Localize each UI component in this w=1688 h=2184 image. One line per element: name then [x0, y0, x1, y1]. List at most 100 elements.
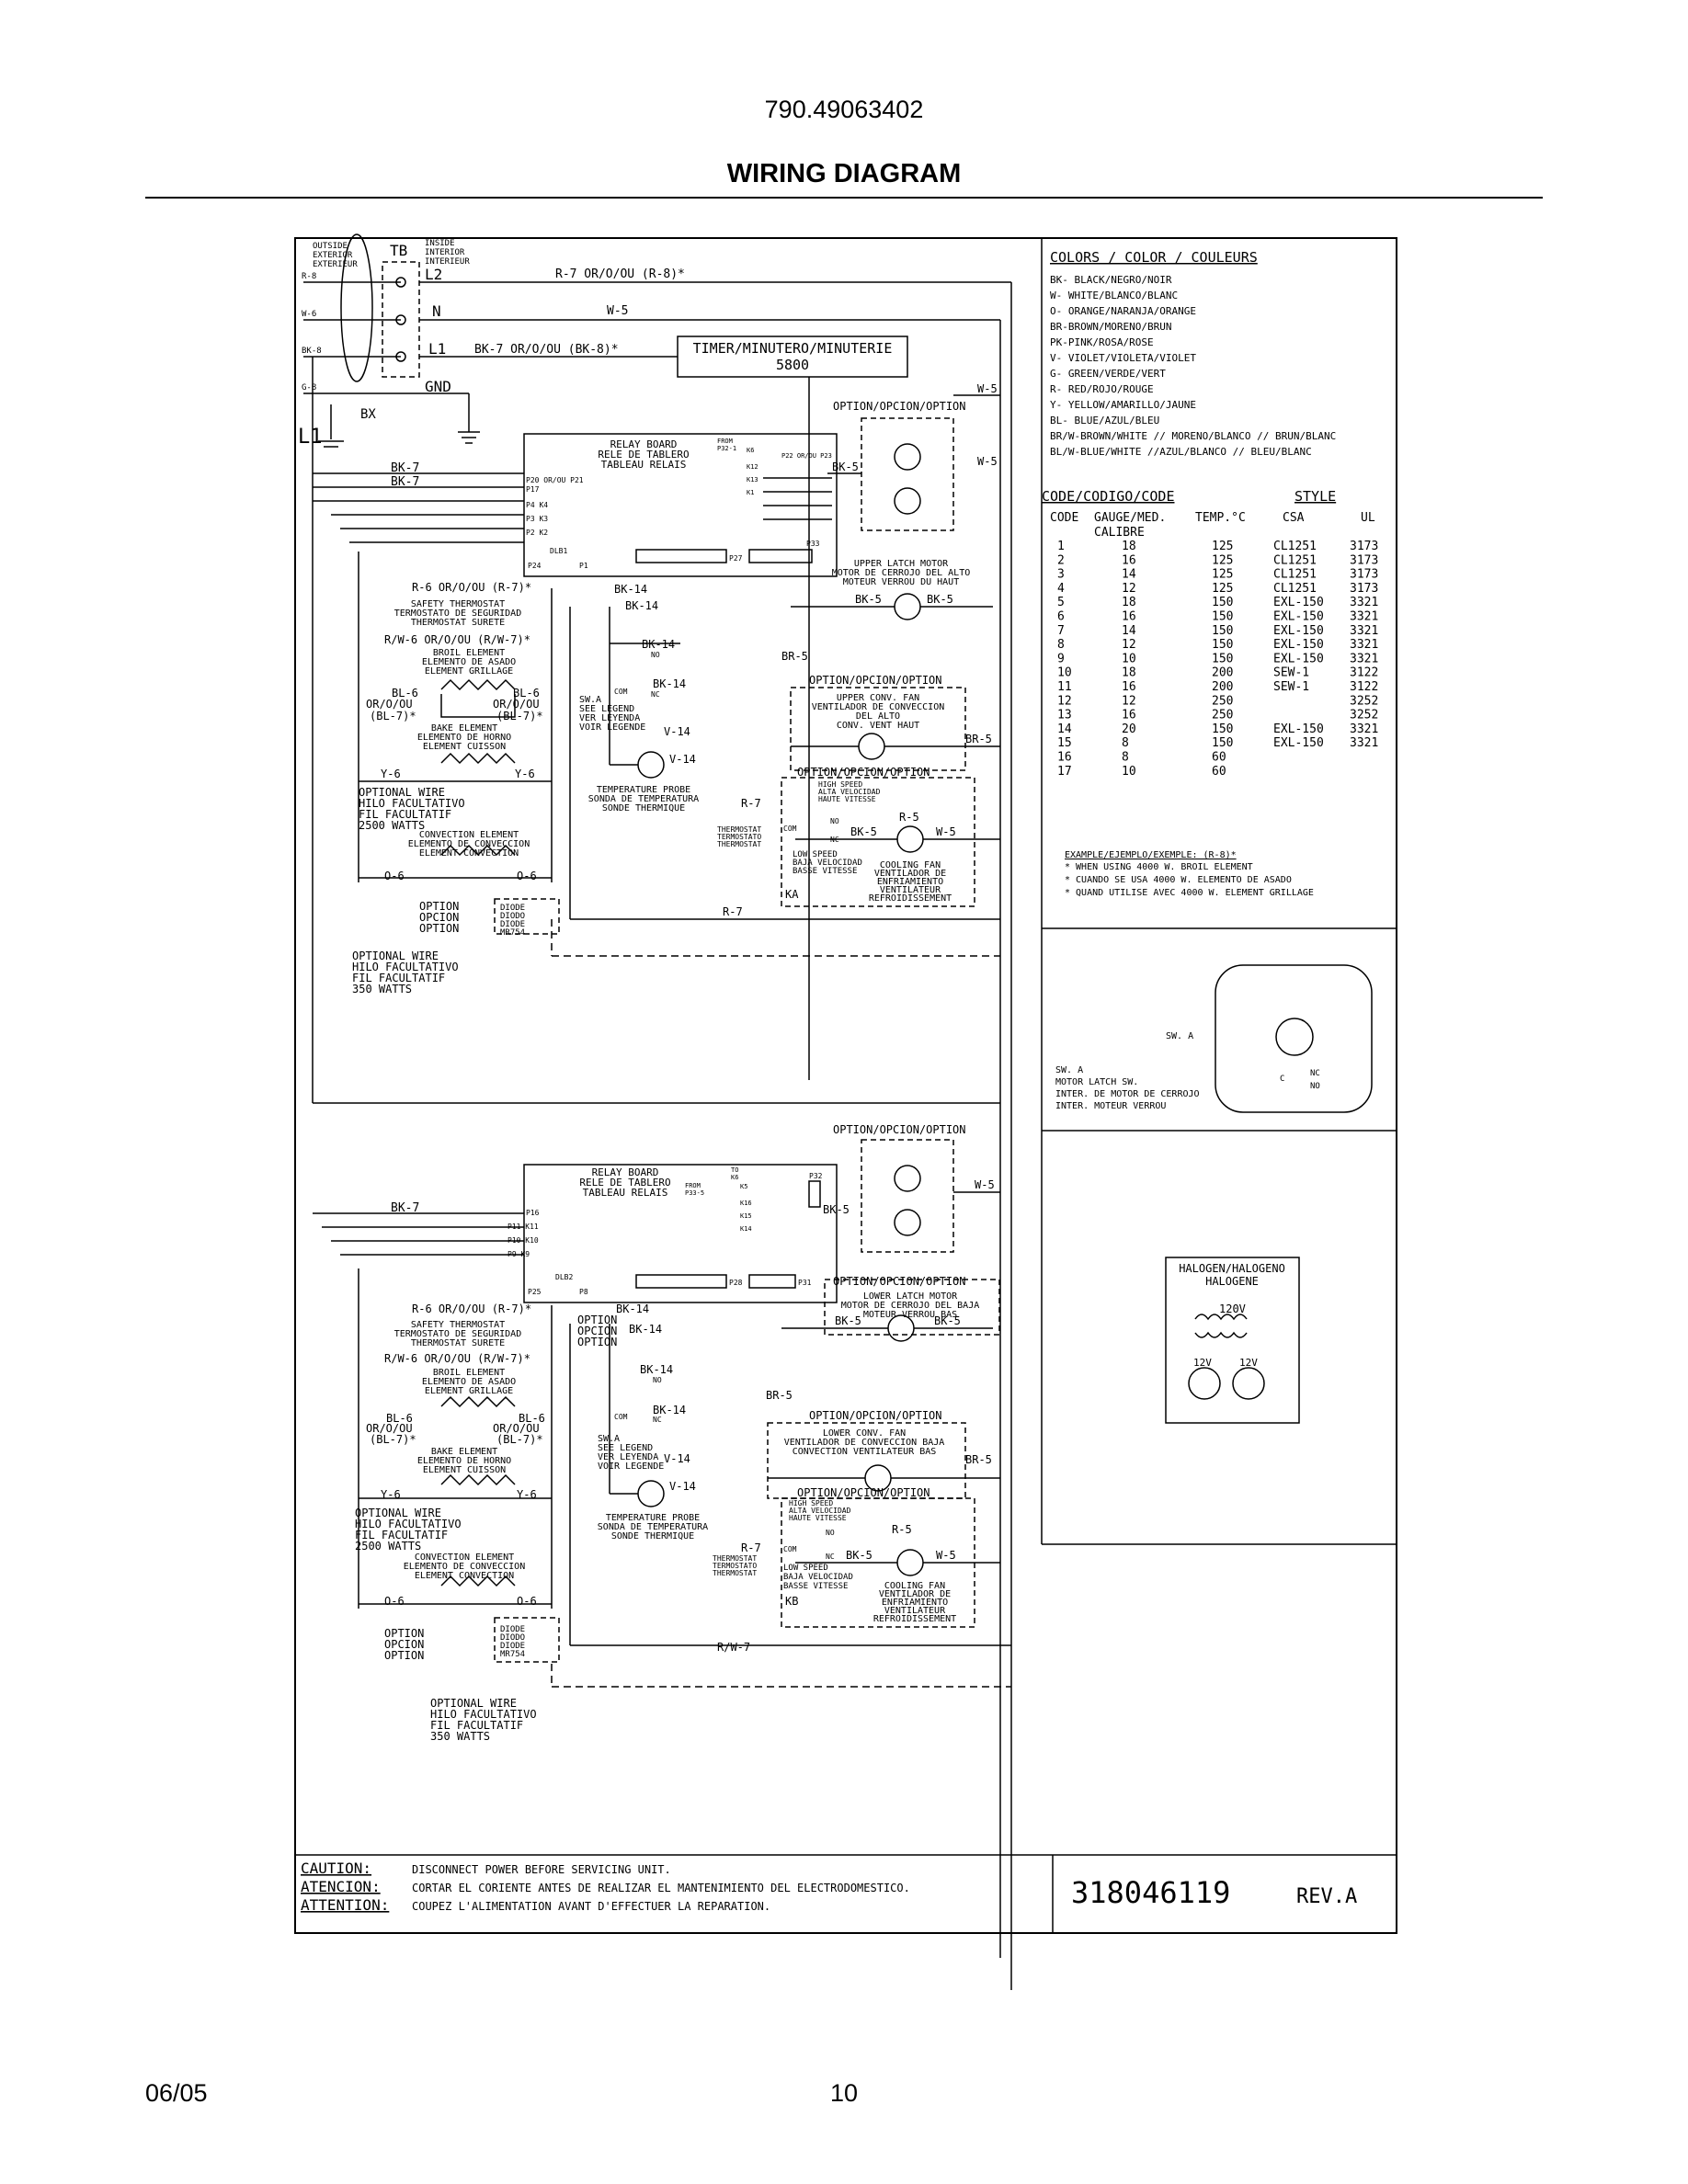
upper-cooling-label-fr: VENTILATEUR	[880, 885, 941, 895]
upper-nc-label: NC	[651, 690, 660, 699]
pin-label: P20 OR/OU P21	[526, 476, 584, 484]
upper-optional-wire-watts: 2500 WATTS	[359, 819, 425, 832]
outside-label: OUTSIDE	[313, 242, 348, 251]
lower-com-label: COM	[614, 1413, 628, 1421]
lower-lamp-option-label: OPTION/OPCION/OPTION	[833, 1123, 966, 1136]
lower-high-speed-es: ALTA VELOCIDAD	[789, 1507, 851, 1515]
lower-to-k6: K6	[731, 1174, 738, 1181]
upper-low-speed-fr: BASSE VITESSE	[793, 867, 857, 876]
lower-safety-label: SAFETY THERMOSTAT	[411, 1320, 505, 1330]
lower-cooling-option-label: OPTION/OPCION/OPTION	[797, 1486, 930, 1499]
code-cell: 3122	[1350, 680, 1378, 694]
code-cell: CL1251	[1273, 568, 1317, 582]
lower-high-speed: HIGH SPEED	[789, 1499, 833, 1507]
lower-latch-label-es: MOTOR DE CERROJO DEL BAJA	[841, 1301, 980, 1311]
upper-conv-fan-label-es: VENTILADOR DE CONVECCION	[812, 702, 945, 712]
upper-conv-option-label: OPTION/OPCION/OPTION	[809, 674, 942, 687]
upper-lamp-1	[894, 443, 921, 471]
sw-nc: NC	[1310, 1069, 1320, 1078]
lower-bl6-right: BL-6	[519, 1412, 545, 1425]
code-cell: 125	[1212, 582, 1233, 596]
from-label-pin: P32-1	[717, 445, 736, 452]
footer-date: 06/05	[145, 2079, 208, 2107]
p1-label: P1	[579, 562, 588, 570]
code-cell: 16	[1057, 751, 1072, 765]
lower-optional-wire-es: HILO FACULTATIVO	[355, 1518, 462, 1530]
upper-probe-label-es: SONDA DE TEMPERATURA	[588, 794, 699, 804]
lower-relay-label-es: RELE DE TABLERO	[579, 1177, 670, 1189]
halogen-120v: 120V	[1219, 1302, 1246, 1315]
upper-bk14-2: BK-14	[625, 599, 658, 612]
caution-label: CAUTION:	[301, 1860, 371, 1877]
lower-bk14-2: BK-14	[629, 1323, 662, 1336]
sw-no: NO	[1310, 1082, 1320, 1091]
lower-cooling-label: COOLING FAN	[884, 1581, 945, 1591]
upper-high-speed-es: ALTA VELOCIDAD	[818, 788, 881, 796]
upper-bake-label-fr: ELEMENT CUISSON	[423, 742, 506, 752]
code-cell: 16	[1122, 709, 1136, 722]
sw-a-desc: INTER. DE MOTOR DE CERROJO	[1055, 1089, 1200, 1099]
upper-broil-label-es: ELEMENTO DE ASADO	[422, 657, 516, 667]
code-cell: EXL-150	[1273, 638, 1324, 652]
upper-high-speed: HIGH SPEED	[818, 780, 862, 789]
upper-no-label: NO	[651, 651, 660, 659]
lower-fan-com: COM	[783, 1545, 797, 1553]
outside-label-es: EXTERIOR	[313, 251, 353, 260]
color-entry: G- GREEN/VERDE/VERT	[1050, 368, 1166, 380]
l1-ground-label: L1	[298, 426, 323, 449]
lower-rw7: R/W-7	[717, 1641, 750, 1654]
model-number: 790.49063402	[764, 96, 924, 123]
example-title: EXAMPLE/EJEMPLO/EXEMPLE: (R-8)*	[1065, 850, 1237, 860]
upper-cooling-label: COOLING FAN	[880, 860, 941, 870]
color-entry: Y- YELLOW/AMARILLO/JAUNE	[1050, 399, 1196, 411]
wire-tag: W-6	[302, 310, 316, 319]
lower-high-speed-fr: HAUTE VITESSE	[789, 1514, 847, 1522]
lower-cooling-label-es: VENTILADOR DE	[879, 1589, 951, 1599]
code-cell: 15	[1057, 736, 1072, 750]
p31-label: P31	[798, 1279, 812, 1287]
dlb1-label: DLB1	[550, 547, 567, 555]
code-cell: CL1251	[1273, 540, 1317, 553]
lower-bl6-left: BL-6	[386, 1412, 413, 1425]
lower-optional-350-fr: FIL FACULTATIF	[430, 1719, 523, 1732]
upper-latch-label-es: MOTOR DE CERROJO DEL ALTO	[832, 568, 971, 578]
upper-safety-wire: R-6 OR/O/OU (R-7)*	[412, 581, 531, 594]
upper-latch-bk5-right: BK-5	[927, 593, 953, 606]
upper-w5-lamp: W-5	[977, 382, 998, 395]
diagram-frame	[294, 237, 1397, 1934]
upper-diode-option-es: OPCION	[419, 911, 459, 924]
code-cell: 6	[1057, 610, 1065, 624]
color-entry: BR/W-BROWN/WHITE // MORENO/BLANCO // BRU…	[1050, 430, 1336, 442]
p8-label: P8	[579, 1288, 588, 1296]
upper-latch-motor	[894, 593, 921, 620]
revision: REV.A	[1296, 1885, 1357, 1908]
code-cell: EXL-150	[1273, 624, 1324, 638]
code-cell: SEW-1	[1273, 666, 1309, 680]
code-cell: 14	[1122, 568, 1136, 582]
code-cell: 14	[1122, 624, 1136, 638]
example-line: * CUANDO SE USA 4000 W. ELEMENTO DE ASAD…	[1065, 875, 1292, 885]
lower-y6-left: Y-6	[381, 1488, 401, 1501]
upper-connector-p33	[748, 549, 813, 563]
halogen-box	[1165, 1257, 1300, 1424]
upper-conv-fan-label-es2: DEL ALTO	[856, 711, 900, 722]
k-label: K13	[747, 476, 758, 483]
upper-thermostat-fr: THERMOSTAT	[717, 840, 761, 848]
sw-c: C	[1280, 1075, 1284, 1084]
upper-r7: R-7	[741, 797, 761, 810]
code-cell: 13	[1057, 709, 1072, 722]
wire-tag: BK-8	[302, 347, 322, 356]
lower-kb: KB	[785, 1595, 798, 1608]
code-cell: 125	[1212, 540, 1233, 553]
code-cell: 12	[1122, 694, 1136, 708]
upper-w5-lamp-2: W-5	[977, 455, 998, 468]
upper-safety-label-es: TERMOSTATO DE SEGURIDAD	[394, 609, 521, 619]
lower-probe-label-fr: SONDE THERMIQUE	[611, 1531, 694, 1541]
lower-swa-option: OPTION	[577, 1314, 617, 1326]
k-label: K1	[747, 489, 754, 496]
upper-r5: R-5	[899, 811, 919, 824]
upper-o6-right: O-6	[517, 870, 537, 882]
code-cell: 12	[1122, 638, 1136, 652]
code-cell: 3321	[1350, 736, 1378, 750]
p27-label: P27	[729, 554, 743, 563]
